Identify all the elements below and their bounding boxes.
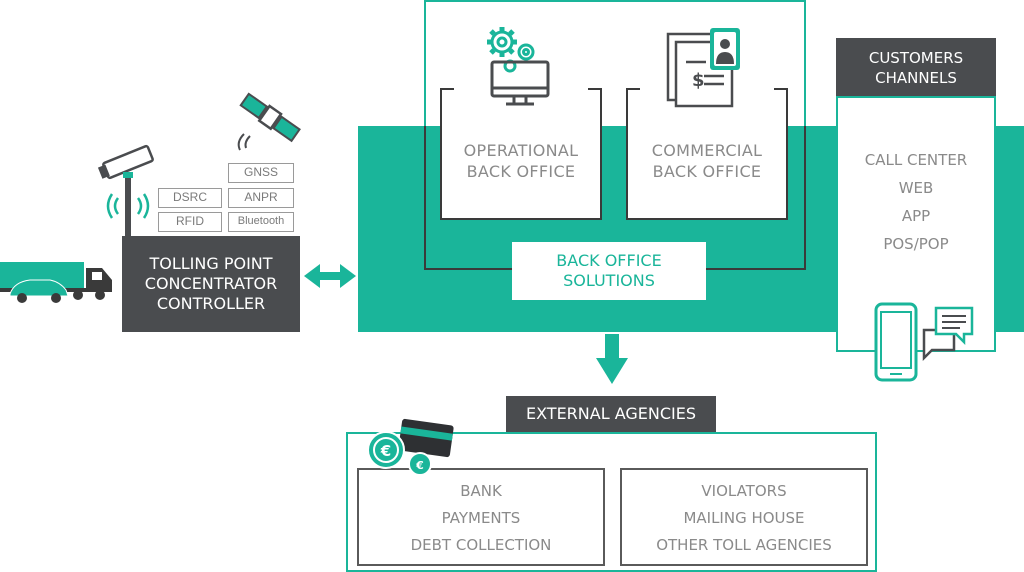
- tech-dsrc: DSRC: [158, 188, 222, 208]
- back-office-solutions-box: BACK OFFICE SOLUTIONS: [512, 242, 706, 300]
- operational-back-office-label: OPERATIONAL BACK OFFICE: [463, 141, 579, 181]
- satellite-icon: [237, 92, 301, 151]
- external-agencies-title: EXTERNAL AGENCIES: [506, 396, 716, 432]
- frame-bottom-left-line: [424, 268, 514, 270]
- tech-rfid: RFID: [158, 212, 222, 232]
- channel-web: WEB: [898, 179, 934, 197]
- external-left-list: BANK PAYMENTS DEBT COLLECTION: [359, 478, 603, 559]
- customers-channels-list: CALL CENTER WEB APP POS/POP: [836, 146, 996, 258]
- customers-channels-title: CUSTOMERS CHANNELS: [836, 38, 996, 96]
- svg-text:$: $: [692, 70, 705, 91]
- down-arrow-icon: [596, 334, 628, 384]
- frame-bottom-right-line: [704, 268, 806, 270]
- channel-app: APP: [901, 207, 931, 225]
- truck-car-icon: [0, 262, 112, 303]
- tech-anpr: ANPR: [228, 188, 294, 208]
- external-left-box: BANK PAYMENTS DEBT COLLECTION: [357, 468, 605, 566]
- gears-monitor-icon: [487, 27, 550, 106]
- agency-bank: BANK: [460, 482, 502, 500]
- commercial-back-office-label: COMMERCIAL BACK OFFICE: [651, 141, 763, 181]
- external-agencies-panel: [346, 432, 877, 572]
- external-right-box: VIOLATORS MAILING HOUSE OTHER TOLL AGENC…: [620, 468, 868, 566]
- frame-right-line: [804, 126, 806, 270]
- phone-chat-icon: [874, 302, 974, 382]
- tech-gnss: GNSS: [228, 163, 294, 183]
- frame-left-line: [424, 126, 426, 270]
- commercial-back-office-box: COMMERCIAL BACK OFFICE: [626, 88, 788, 220]
- svg-text:€: €: [380, 442, 391, 460]
- channel-call-center: CALL CENTER: [864, 151, 968, 169]
- svg-text:€: €: [415, 459, 424, 472]
- camera-pole-icon: [97, 144, 154, 238]
- invoice-id-card-icon: $: [666, 28, 740, 108]
- agency-payments: PAYMENTS: [441, 509, 521, 527]
- agency-mailing-house: MAILING HOUSE: [683, 509, 805, 527]
- com-top-right-tick: [774, 88, 788, 90]
- agency-debt-collection: DEBT COLLECTION: [410, 536, 552, 554]
- op-top-left-tick: [440, 88, 454, 90]
- tolling-point-controller-box: TOLLING POINT CONCENTRATOR CONTROLLER: [122, 236, 300, 332]
- external-right-list: VIOLATORS MAILING HOUSE OTHER TOLL AGENC…: [622, 478, 866, 559]
- back-office-solutions-label: BACK OFFICE SOLUTIONS: [556, 251, 662, 290]
- channel-pos-pop: POS/POP: [883, 235, 949, 253]
- coins-card-icon: € €: [367, 418, 454, 474]
- bidirectional-arrow-icon: [304, 264, 356, 288]
- agency-violators: VIOLATORS: [701, 482, 787, 500]
- operational-back-office-box: OPERATIONAL BACK OFFICE: [440, 88, 602, 220]
- agency-other-toll-agencies: OTHER TOLL AGENCIES: [656, 536, 832, 554]
- op-top-right-tick: [588, 88, 602, 90]
- tech-bluetooth: Bluetooth: [228, 212, 294, 232]
- com-top-left-tick: [626, 88, 640, 90]
